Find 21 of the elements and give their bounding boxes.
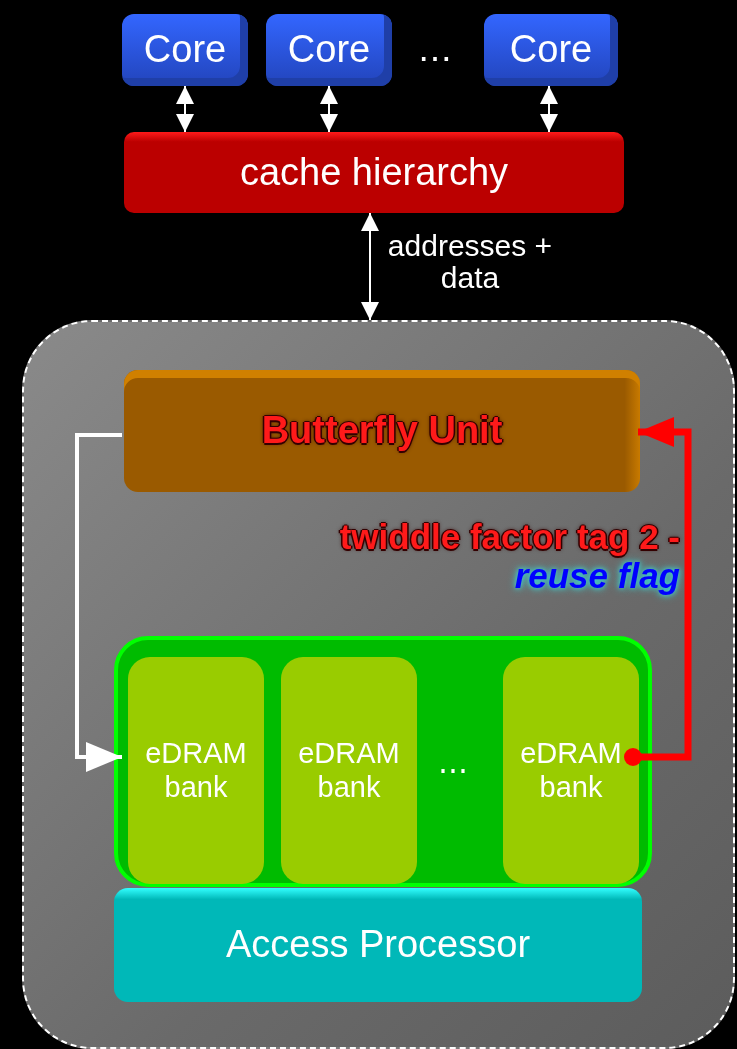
butterfly-unit-box: Butterfly Unit [124,370,640,492]
arrow [624,417,692,766]
dashed-region [22,320,735,1049]
annotation-text: twiddle factor tag 2 - reuse flag [338,518,680,595]
arrow [320,85,338,133]
bank-array-box [114,636,652,887]
edge-label: addresses + data [386,230,554,293]
edram-bank-box: eDRAM bank [281,657,417,884]
core-box: Core [484,14,618,86]
edram-bank-box: eDRAM bank [128,657,264,884]
cache-box: cache hierarchy [124,132,624,213]
ellipsis: ⋯ [437,752,469,787]
arrow [540,85,558,133]
arrow [75,433,122,772]
edram-bank-box: eDRAM bank [503,657,639,884]
core-box: Core [122,14,248,86]
access-processor-box: Access Processor [114,888,642,1002]
arrow [176,85,194,133]
arrow [361,212,379,321]
core-box: Core [266,14,392,86]
ellipsis: ⋯ [417,38,453,78]
